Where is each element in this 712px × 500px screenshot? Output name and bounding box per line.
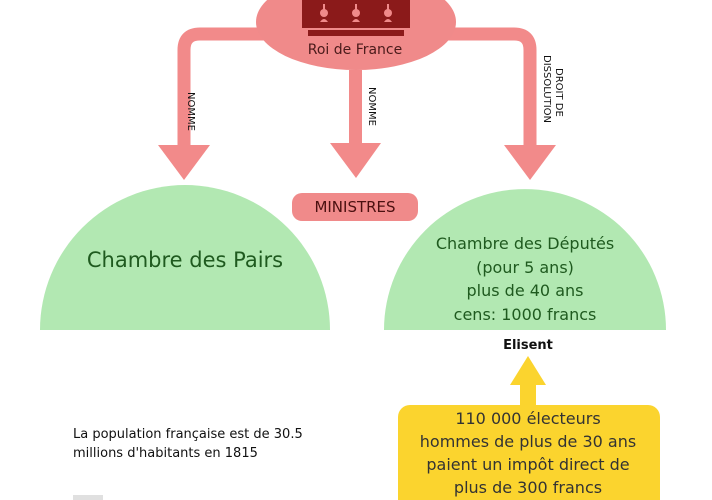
chambre-pairs-label: Chambre des Pairs — [86, 248, 284, 272]
deputes-line: Chambre des Députés — [435, 234, 615, 253]
crown-icon — [302, 0, 410, 36]
population-line: La population française est de 30.5 — [73, 427, 303, 442]
arrow-left-label: NOMME — [185, 92, 196, 131]
arrow-middle — [330, 70, 381, 178]
chambre-pairs-dome — [40, 185, 330, 330]
deputes-line: (pour 5 ans) — [476, 257, 574, 277]
ministres-badge: MINISTRES — [292, 193, 418, 221]
chambre-deputes-label: Chambre des Députés (pour 5 ans) plus de… — [384, 232, 666, 326]
electeurs-text: 110 000 électeurs hommes de plus de 30 a… — [400, 407, 656, 499]
population-note: La population française est de 30.5 mill… — [73, 425, 333, 463]
legend-mark — [73, 495, 103, 500]
electeurs-line: plus de 300 francs — [453, 478, 603, 497]
arrow-right-label-line2: DISSOLUTION — [541, 55, 552, 124]
deputes-line: cens: 1000 francs — [453, 304, 597, 324]
population-line: millions d'habitants en 1815 — [73, 446, 258, 461]
electeurs-line: hommes de plus de 30 ans — [419, 432, 637, 451]
arrow-right — [420, 27, 556, 180]
elisent-label: Elisent — [503, 338, 553, 353]
deputes-line: plus de 40 ans — [466, 281, 584, 300]
king-label: Roi de France — [307, 42, 403, 58]
chambre-deputes-dome — [384, 189, 666, 330]
electeurs-box — [398, 405, 660, 500]
arrow-up — [510, 356, 546, 410]
arrow-left — [158, 27, 280, 180]
arrow-middle-label: NOMME — [366, 87, 377, 126]
electeurs-line: paient un impôt direct de — [426, 455, 630, 474]
electeurs-line: 110 000 électeurs — [455, 409, 601, 428]
arrow-right-label-line1: DROIT DE — [553, 68, 564, 117]
